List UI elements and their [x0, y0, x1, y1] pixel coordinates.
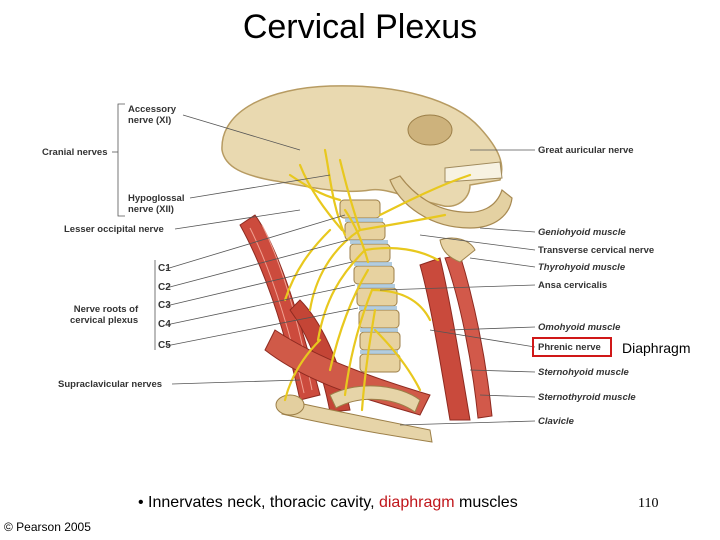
bullet-highlight: diaphragm — [378, 494, 455, 511]
larynx — [439, 237, 476, 263]
leader-lines — [112, 103, 536, 426]
c-root-5: C5 — [158, 340, 171, 351]
clavicle-bone — [281, 399, 433, 443]
page-title: Cervical Plexus — [242, 8, 478, 46]
label-text: Nerve roots of cervical plexus — [70, 304, 139, 326]
label-sternothyroid-muscle: Sternothyroid muscle — [538, 392, 636, 403]
label-great-auricular-nerve: Great auricular nerve — [538, 145, 634, 156]
label-cranial-nerves: Cranial nerves — [42, 147, 108, 158]
label-ansa-cervicalis: Ansa cervicalis — [538, 280, 608, 291]
label-text: Accessory nerve (XI) — [128, 104, 177, 126]
label-accessory-nerve: Accessory nerve (XI) — [128, 104, 176, 126]
label-clavicle: Clavicle — [538, 416, 574, 427]
diaphragm-callout: Diaphragm — [622, 340, 691, 356]
label-geniohyoid-muscle: Geniohyoid muscle — [538, 227, 626, 238]
c-root-4: C4 — [158, 319, 171, 330]
bullet-text: • Innervates neck, thoracic cavity, diap… — [138, 494, 518, 512]
label-supraclavicular-nerves: Supraclavicular nerves — [58, 379, 163, 390]
phrenic-highlight-box — [532, 337, 612, 357]
orbit — [407, 114, 453, 146]
label-sternohyoid-muscle: Sternohyoid muscle — [538, 367, 629, 378]
label-hypoglossal-nerve: Hypoglossal nerve (XII) — [128, 193, 185, 215]
skull — [221, 85, 503, 207]
label-thyrohyoid-muscle: Thyrohyoid muscle — [538, 262, 626, 273]
page-number: 110 — [638, 496, 659, 511]
bullet-prefix: • Innervates neck, thoracic cavity, — [138, 494, 379, 511]
first-rib — [329, 385, 421, 413]
c-root-1: C1 — [158, 263, 171, 274]
label-phrenic-nerve: Phrenic nerve — [538, 342, 601, 353]
label-omohyoid-muscle: Omohyoid muscle — [538, 322, 621, 333]
copyright: © Pearson 2005 — [4, 520, 91, 534]
c-root-2: C2 — [158, 282, 171, 293]
label-text: Hypoglossal nerve (XII) — [128, 193, 185, 215]
label-nerve-roots: Nerve roots of cervical plexus — [70, 304, 138, 326]
c-root-3: C3 — [158, 300, 171, 311]
label-transverse-cervical-nerve: Transverse cervical nerve — [538, 245, 655, 256]
label-lesser-occipital-nerve: Lesser occipital nerve — [64, 224, 164, 235]
bullet-suffix: muscles — [454, 494, 518, 511]
strap-muscles — [419, 257, 471, 421]
teeth — [444, 161, 503, 183]
